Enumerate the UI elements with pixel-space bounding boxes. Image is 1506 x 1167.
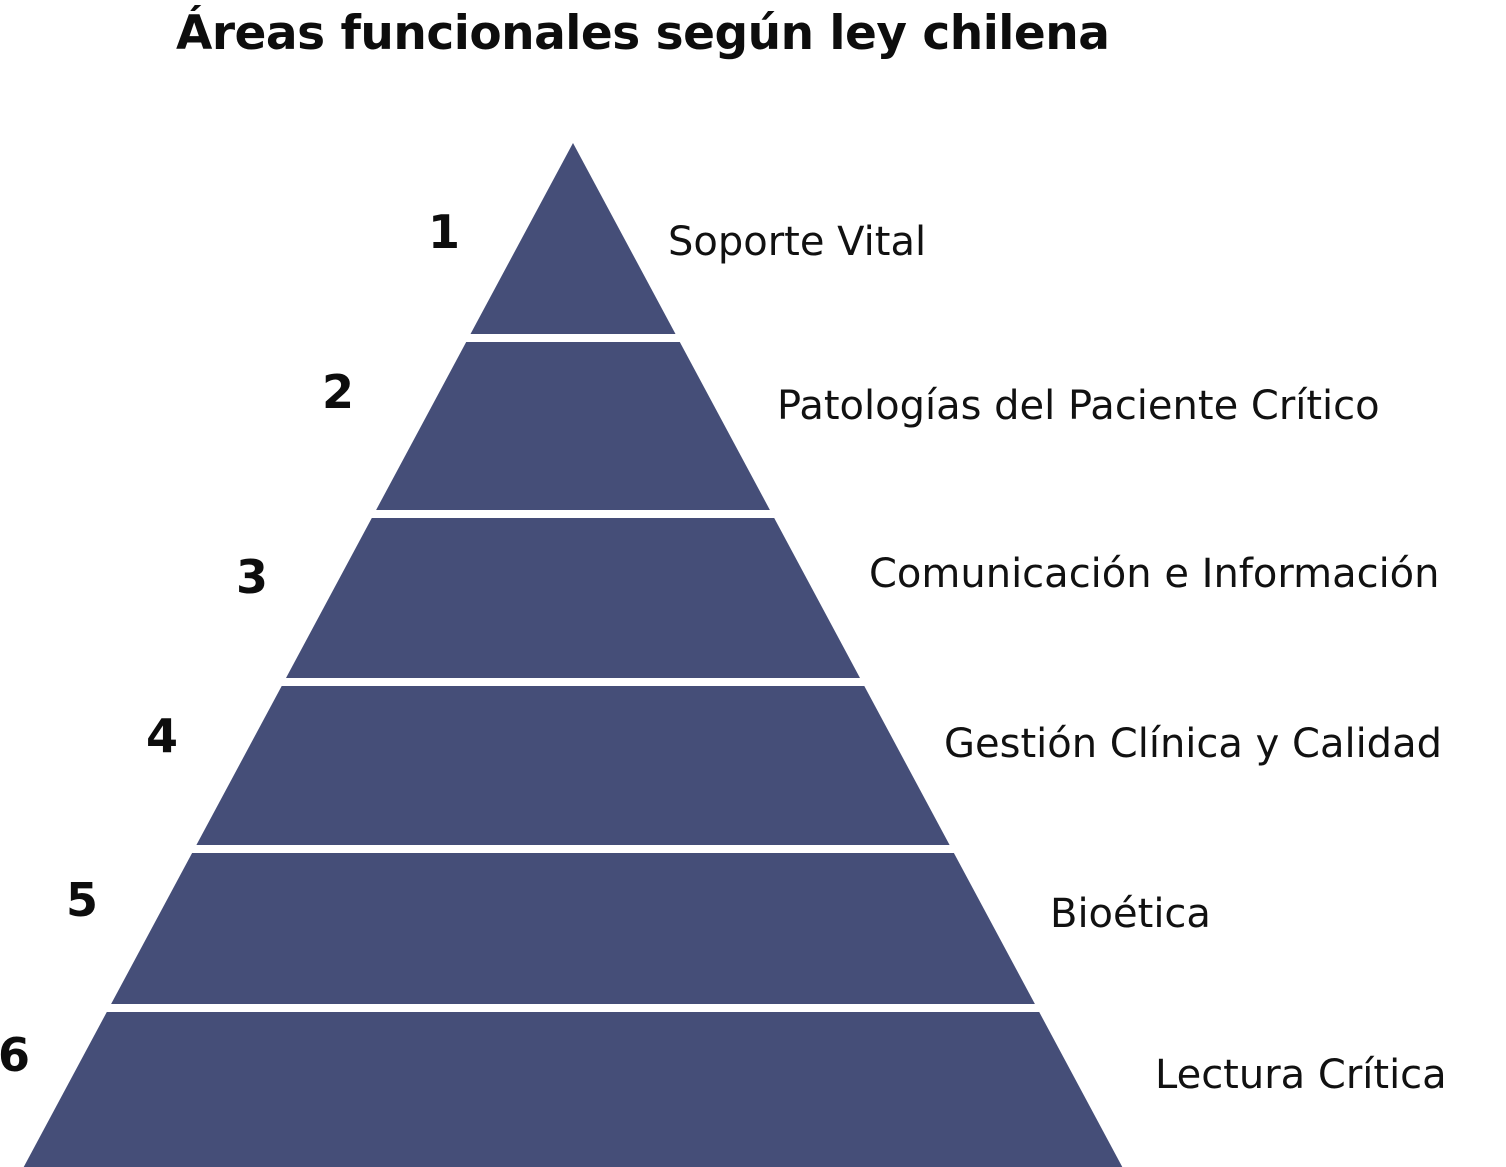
pyramid-band-3[interactable] — [286, 518, 860, 678]
pyramid-band-5[interactable] — [111, 853, 1035, 1004]
level-number-6: 6 — [0, 1028, 31, 1082]
level-number-2: 2 — [322, 365, 355, 419]
page-title: Áreas funcionales según ley chilena — [176, 6, 1110, 61]
level-label-6: Lectura Crítica — [1155, 1052, 1447, 1098]
level-label-3: Comunicación e Información — [869, 551, 1440, 597]
level-label-1: Soporte Vital — [668, 219, 927, 265]
level-number-1: 1 — [428, 205, 461, 259]
pyramid-band-6[interactable] — [23, 1012, 1123, 1167]
pyramid-band-4[interactable] — [196, 686, 950, 845]
pyramid-band-1[interactable] — [470, 143, 676, 334]
level-label-2: Patologías del Paciente Crítico — [777, 383, 1380, 429]
level-label-5: Bioética — [1050, 891, 1211, 937]
level-number-5: 5 — [66, 873, 99, 927]
level-number-3: 3 — [236, 550, 269, 604]
pyramid-bands — [23, 143, 1123, 1167]
level-label-4: Gestión Clínica y Calidad — [944, 721, 1442, 767]
pyramid-band-2[interactable] — [376, 342, 770, 510]
level-number-4: 4 — [146, 709, 179, 763]
